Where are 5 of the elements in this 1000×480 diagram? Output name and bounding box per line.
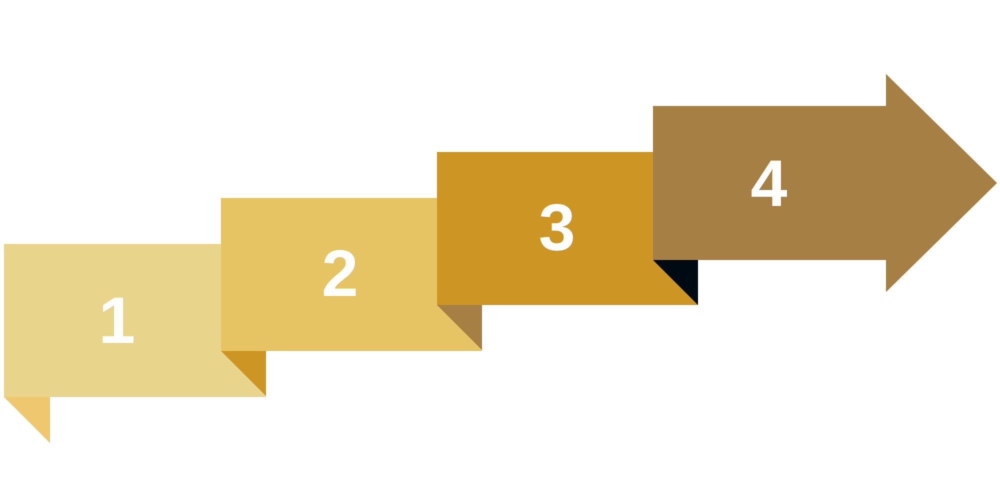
step-number: 2	[322, 240, 358, 306]
step-number: 4	[750, 150, 788, 216]
step-number: 1	[98, 287, 136, 353]
step-number: 3	[538, 194, 576, 260]
step-arrow	[653, 74, 997, 292]
